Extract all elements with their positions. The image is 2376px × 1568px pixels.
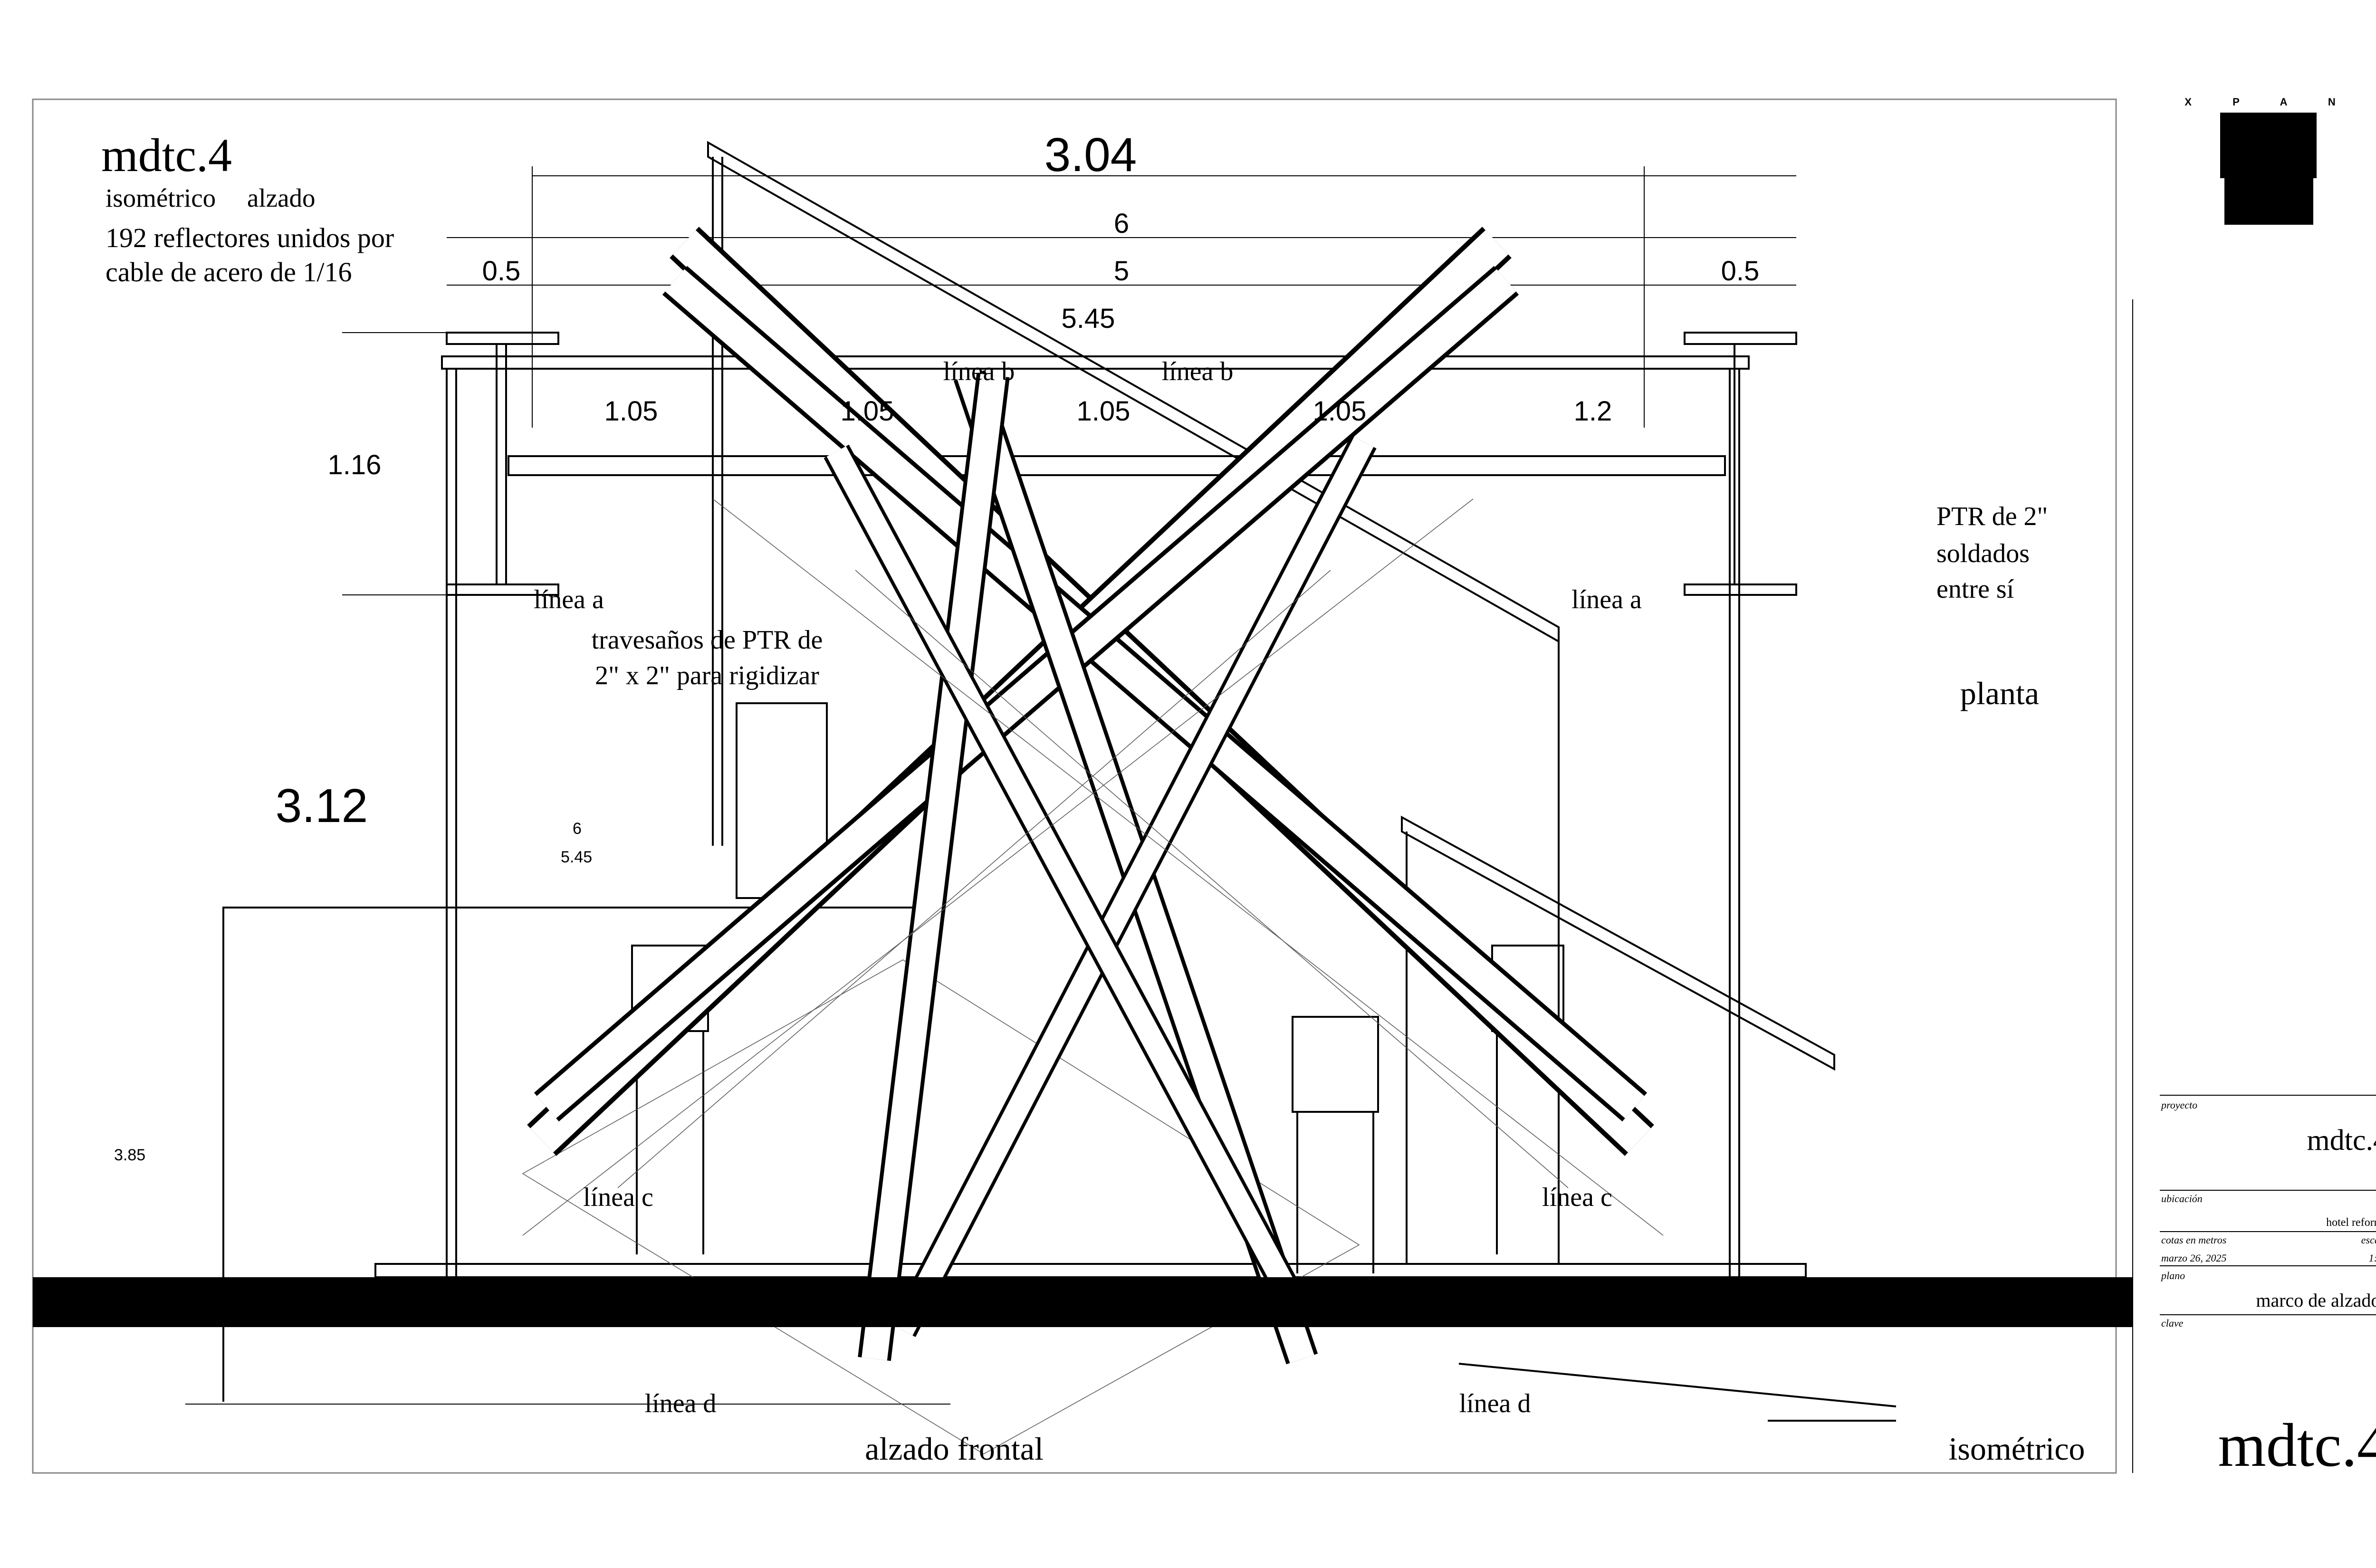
steel-frame [185,141,1897,1454]
tb-clave-label: clave [2161,1317,2184,1329]
dim-small-6: 6 [573,820,582,838]
tb-clave: mdtc.4 [2218,1411,2376,1480]
label-planta: planta [1960,675,2039,711]
sheet-subtitle-isometrico: isométrico [105,183,216,212]
ground-bar [33,1277,2132,1327]
dim-bay-1: 1.05 [604,396,658,427]
title-block: proyecto mdtc.4 ubicación hotel reforma … [2132,299,2376,1480]
tb-escala: 1:30 [2369,1252,2376,1264]
label-linea-c-2: línea c [1542,1183,1612,1212]
dim-height-116: 1.16 [328,449,382,480]
label-travesanos-1: travesaños de PTR de [592,625,823,655]
dim-bay-2: 1.05 [841,396,894,427]
tb-proyecto-label: proyecto [2160,1099,2197,1111]
label-isometrico: isométrico [1948,1431,2085,1467]
label-ptr-1: PTR de 2" [1936,502,2048,531]
dim-bay-4: 1.05 [1313,396,1367,427]
dim-bay-3: 1.05 [1077,396,1131,427]
tb-plano-label: plano [2160,1270,2185,1281]
dim-bay-5: 1.2 [1574,396,1612,427]
tb-ubicacion-label: ubicación [2161,1193,2203,1205]
dim-overall: 3.04 [1044,128,1137,182]
label-linea-d-2: línea d [1459,1389,1531,1418]
tb-escala-label: escala [2361,1234,2376,1246]
tb-proyecto: mdtc.4 [2307,1124,2376,1157]
labels: línea b línea b línea a línea a travesañ… [534,357,2085,1467]
sheet-subtitle-alzado: alzado [247,183,316,212]
logo-letters: X P A N [2184,96,2354,108]
tb-cotas-label: cotas en metros [2161,1234,2226,1246]
label-linea-b-2: línea b [1162,357,1234,386]
logo-mark [2220,113,2317,225]
tb-plano: marco de alzados [2256,1290,2376,1311]
note-line-2: cable de acero de 1/16 [105,257,352,287]
dim-center-5: 5 [1114,256,1129,287]
dim-small-545: 5.45 [561,848,592,866]
logo: X P A N [2184,96,2354,225]
sculpture-x-beams [522,227,1664,1365]
note-line-1: 192 reflectores unidos por [105,222,394,253]
dim-span-545: 5.45 [1062,303,1115,334]
label-ptr-3: entre sí [1936,574,2014,604]
dim-height-385: 3.85 [114,1146,145,1164]
drawing-frame [32,98,2117,1474]
label-alzado-frontal: alzado frontal [865,1431,1044,1467]
dim-top-6: 6 [1114,208,1129,239]
label-linea-a-1: línea a [534,585,604,614]
tb-fecha: marzo 26, 2025 [2161,1252,2227,1264]
dimensions: 3.04 6 0.5 5 0.5 5.45 1.05 1.05 1.05 1.0… [114,128,1759,1164]
tb-ubicacion: hotel reforma [2326,1216,2376,1229]
label-ptr-2: soldados [1936,539,2030,568]
sheet-title: mdtc.4 [101,129,232,182]
dim-height-312: 3.12 [276,779,368,832]
dim-left-05: 0.5 [482,256,521,287]
label-linea-d-1: línea d [645,1389,717,1418]
label-linea-c-1: línea c [583,1183,653,1212]
label-travesanos-2: 2" x 2" para rigidizar [595,661,819,690]
label-linea-b-1: línea b [943,357,1015,386]
label-linea-a-2: línea a [1571,585,1642,614]
dim-right-05: 0.5 [1721,256,1760,287]
